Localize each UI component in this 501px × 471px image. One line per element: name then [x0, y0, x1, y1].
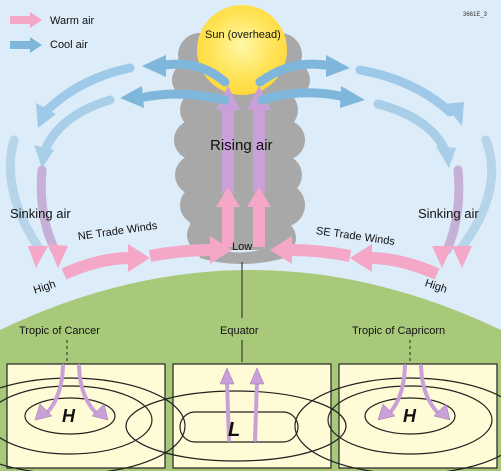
legend-warm-label: Warm air	[50, 15, 95, 27]
low-label: Low	[232, 241, 253, 253]
figure-id: 3661E_3	[463, 12, 488, 18]
guide-lines	[66, 262, 411, 362]
rising-air-label: Rising air	[210, 137, 273, 154]
panel-3-pressure: H	[403, 406, 416, 426]
sinking-air-right-label: Sinking air	[418, 206, 479, 221]
sinking-air-left-label: Sinking air	[10, 206, 71, 221]
panel-arrowheads	[34, 367, 451, 421]
panel-1-pressure: H	[62, 406, 75, 426]
legend-arrows	[10, 12, 42, 53]
tropic-cancer-label: Tropic of Cancer	[19, 325, 100, 337]
rising-arrows	[216, 86, 271, 247]
trade-wind-arrows	[61, 236, 440, 280]
legend-cool-label: Cool air	[50, 39, 88, 51]
panel-2-pressure: L	[228, 419, 241, 441]
panels	[0, 363, 501, 471]
sun	[197, 5, 287, 95]
sun-label: Sun (overhead)	[205, 29, 281, 41]
tropic-capricorn-label: Tropic of Capricorn	[352, 325, 446, 337]
equator-label: Equator	[220, 325, 259, 337]
cool-air-arrows	[5, 55, 497, 268]
